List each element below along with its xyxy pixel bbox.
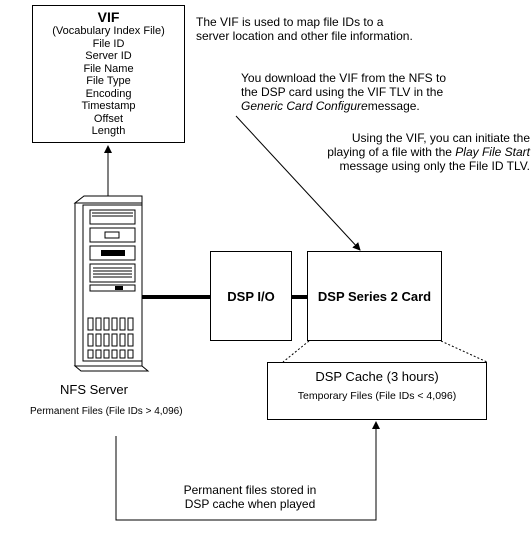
generic-card-configure-msg: Generic Card Configure xyxy=(241,99,368,113)
vif-field: Length xyxy=(91,125,126,137)
bottom-note-line: DSP cache when played xyxy=(184,497,316,511)
dsp-cache-box: DSP Cache (3 hours) Temporary Files (Fil… xyxy=(267,362,487,420)
nfs-server-label: NFS Server xyxy=(60,382,128,397)
note-text: playing of a file with the xyxy=(327,145,456,159)
note-vif-purpose-line: The VIF is used to map file IDs to a xyxy=(196,15,384,29)
dsp-cache-title: DSP Cache (3 hours) xyxy=(315,369,439,384)
note-vif-purpose-line: server location and other file informati… xyxy=(196,29,413,43)
vif-field: File Type xyxy=(86,75,131,87)
cache-zoom-line-right xyxy=(440,340,488,363)
cache-zoom-line-left xyxy=(282,340,310,363)
dsp-card-label: DSP Series 2 Card xyxy=(317,288,432,304)
play-file-start-msg: Play File Start xyxy=(455,145,530,159)
vif-field: Encoding xyxy=(85,87,132,100)
note-vif-download-line: Generic Card Configuremessage. xyxy=(241,99,446,113)
dsp-io-box: DSP I/O xyxy=(210,251,292,341)
vif-subtitle: (Vocabulary Index File) xyxy=(52,25,165,37)
nfs-permanent-files: Permanent Files (File IDs > 4,096) xyxy=(30,406,183,417)
note-play-file: Using the VIF, you can initiate the play… xyxy=(318,131,530,173)
dsp-cache-temp-files: Temporary Files (File IDs < 4,096) xyxy=(297,390,457,402)
bottom-note: Permanent files stored in DSP cache when… xyxy=(160,483,340,511)
bottom-note-line: Permanent files stored in xyxy=(183,483,317,497)
note-vif-download-line: You download the VIF from the NFS to xyxy=(241,71,447,85)
note-play-file-line: message using only the File ID TLV. xyxy=(339,159,530,173)
vif-title: VIF xyxy=(97,9,120,25)
vif-field: Server ID xyxy=(85,50,132,62)
nfs-to-cache-path xyxy=(115,421,380,521)
dsp-io-label: DSP I/O xyxy=(227,288,275,304)
note-vif-purpose: The VIF is used to map file IDs to a ser… xyxy=(196,15,413,43)
vif-field: File ID xyxy=(92,37,125,50)
note-text: message. xyxy=(367,99,420,113)
vif-field: Timestamp xyxy=(81,100,136,112)
note-play-file-line: playing of a file with the Play File Sta… xyxy=(318,145,530,159)
note-vif-download: You download the VIF from the NFS to the… xyxy=(241,71,446,113)
note-play-file-line: Using the VIF, you can initiate the xyxy=(351,131,530,145)
dsp-card-box: DSP Series 2 Card xyxy=(307,251,442,341)
vif-field: File Name xyxy=(83,62,134,75)
note-vif-download-line: the DSP card using the VIF TLV in the xyxy=(241,85,444,99)
vif-field: Offset xyxy=(93,112,124,125)
download-arrow xyxy=(235,115,361,251)
